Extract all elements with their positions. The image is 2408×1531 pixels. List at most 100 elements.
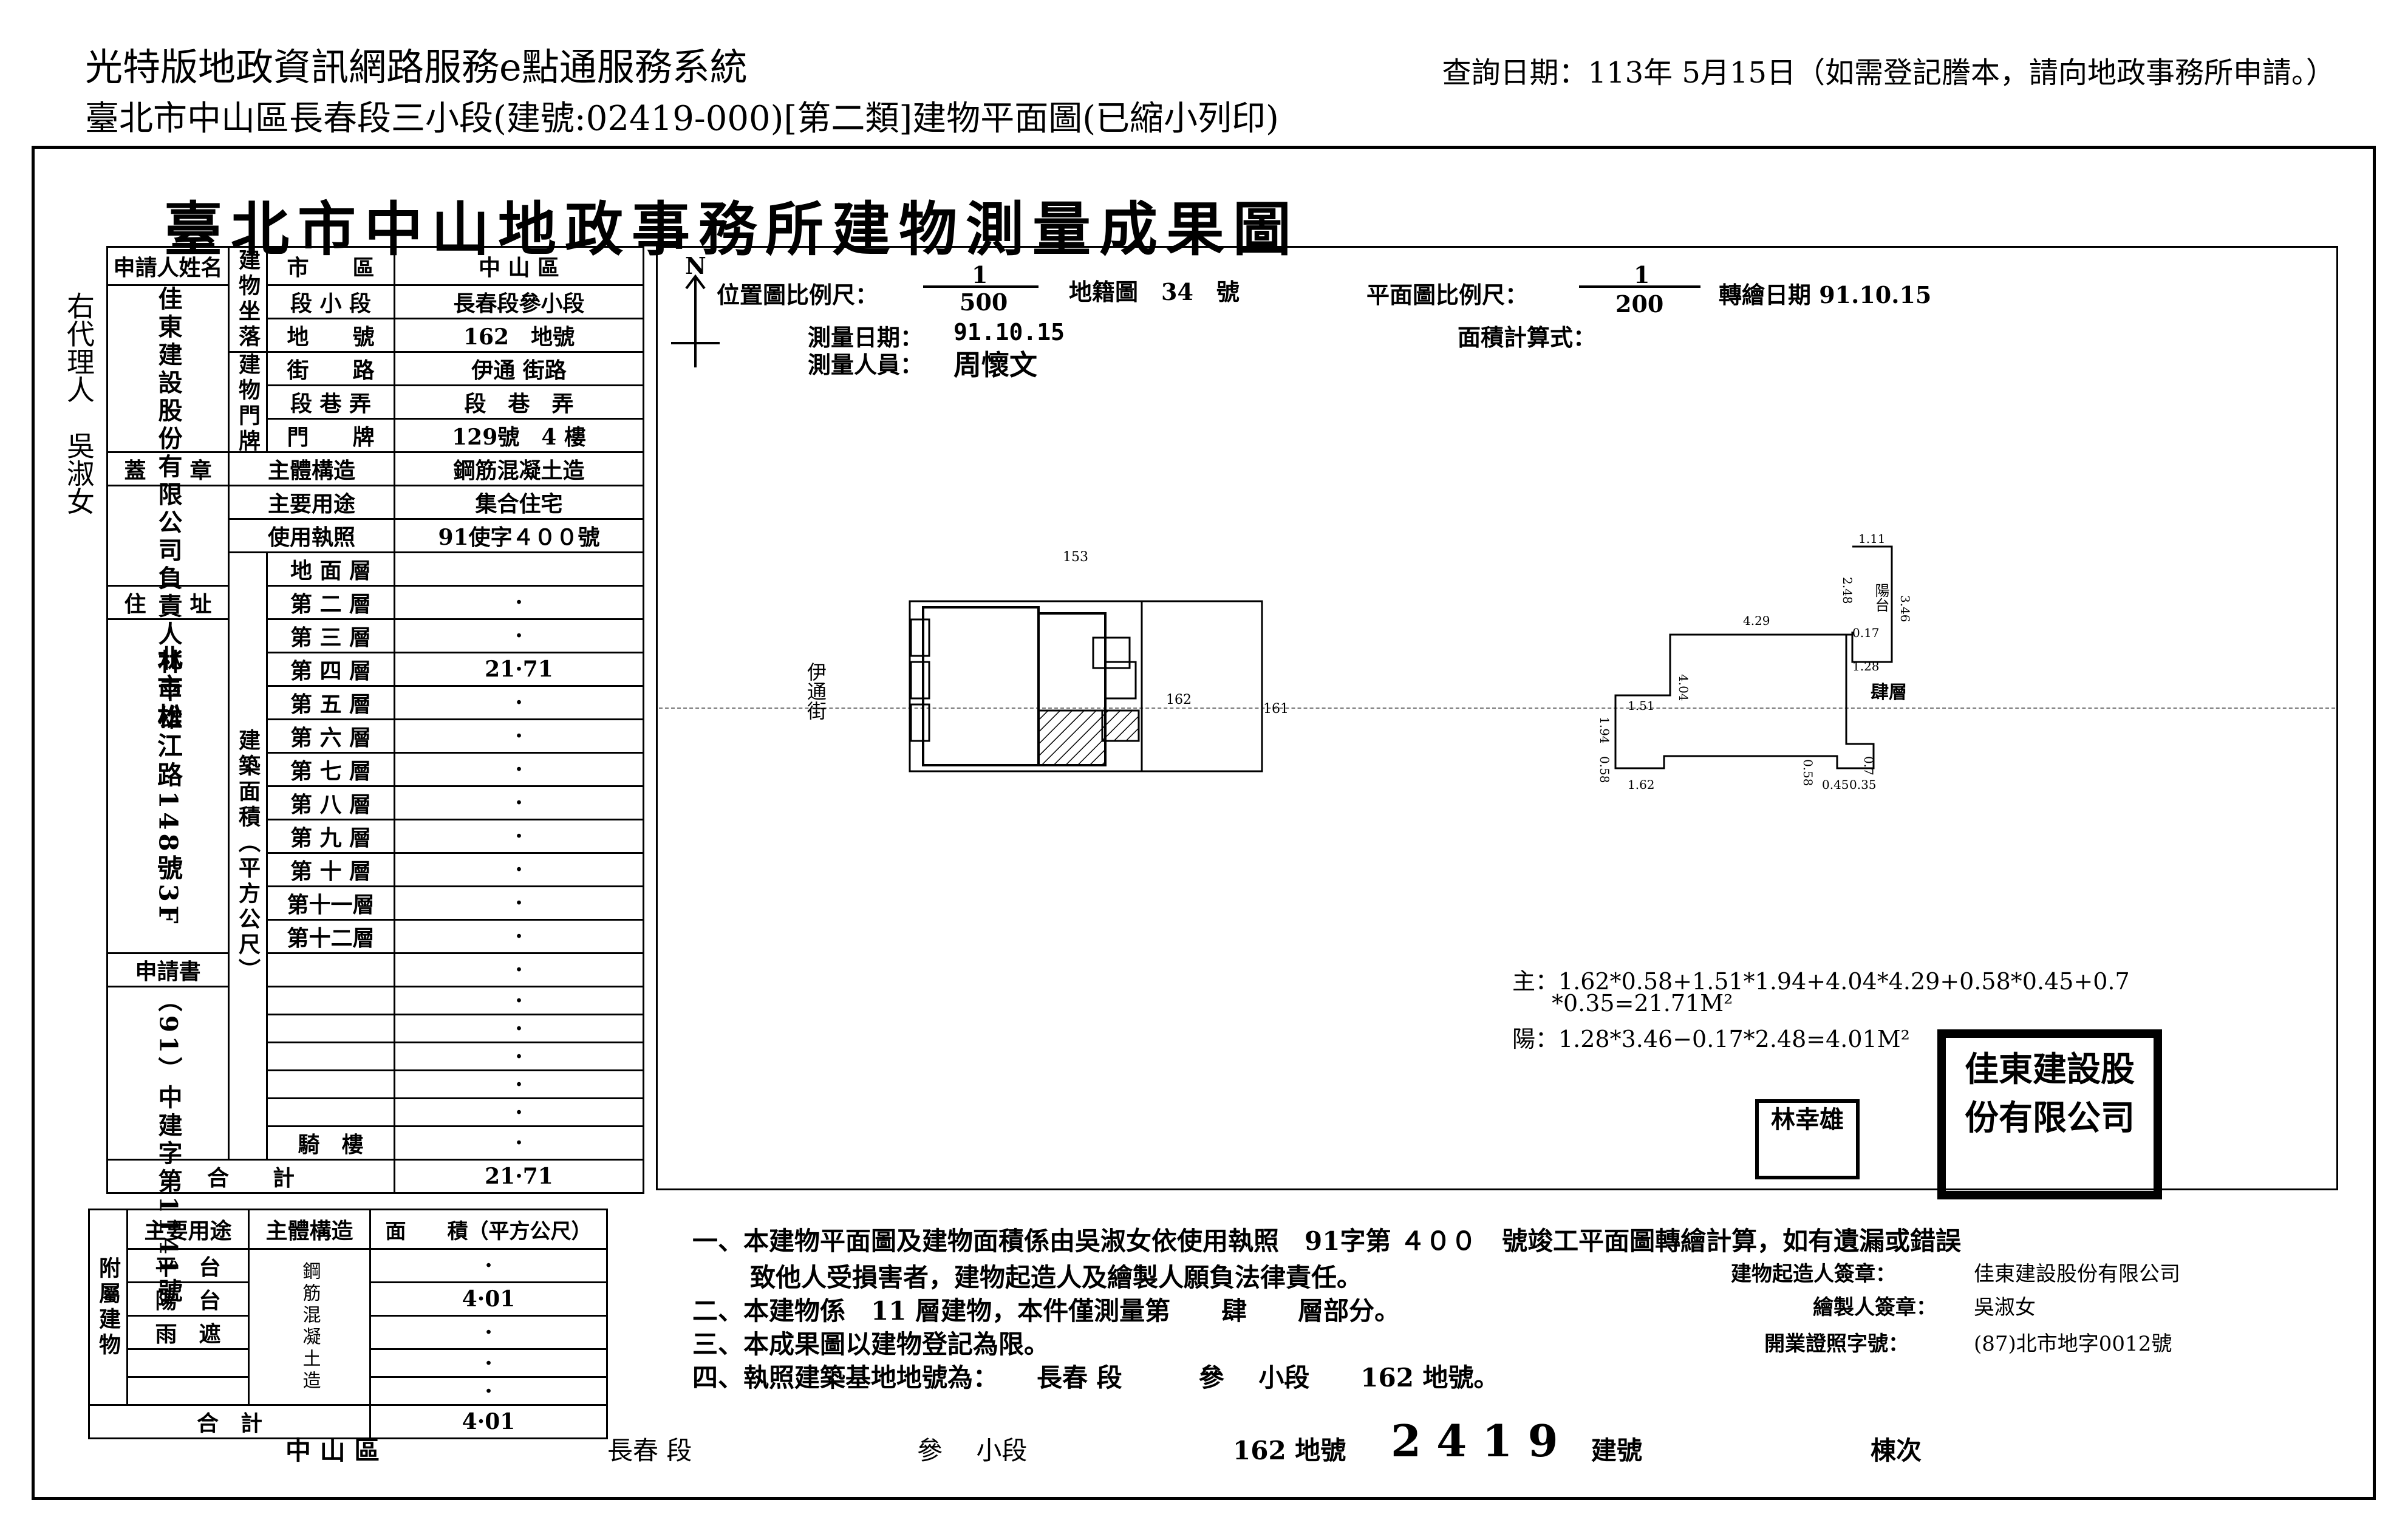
floor-value: · <box>394 819 644 854</box>
total-value: 21·71 <box>394 1159 644 1194</box>
dim: 4.29 <box>1743 613 1770 628</box>
dim: 0.58 <box>1801 759 1815 786</box>
annex-total-label: 合 計 <box>88 1404 371 1439</box>
number-value: 129號 4 樓 <box>394 418 644 453</box>
plan-scale-den: 200 <box>1615 290 1664 318</box>
floor-name: 第 四 層 <box>266 652 395 687</box>
note-1b: 致他人受損害者，建物起造人及繪製人願負法律責任。 <box>750 1263 1363 1292</box>
structure-label: 主體構造 <box>228 451 395 486</box>
floor-name: 第 五 層 <box>266 685 395 720</box>
lot-value: 162 地號 <box>394 318 644 353</box>
floor-plan-diagram <box>1614 545 1893 769</box>
floor-name: 第 二 層 <box>266 585 395 620</box>
permit-value: 91使字４００號 <box>394 518 644 553</box>
number-label: 門 牌 <box>266 418 395 453</box>
floor-value <box>394 551 644 587</box>
use-label: 主要用途 <box>228 485 395 520</box>
use-value: 集合住宅 <box>394 485 644 520</box>
floor-name: 地 面 層 <box>266 551 395 587</box>
floor-name <box>266 1097 395 1127</box>
floor-value: · <box>394 785 644 820</box>
dim: 1.28 <box>1852 659 1880 673</box>
survey-date-label: 測量日期： <box>808 324 924 351</box>
annex-header-use: 主要用途 <box>126 1209 250 1250</box>
loc-scale-bar <box>923 285 1039 288</box>
annex-value: · <box>369 1248 608 1283</box>
dim: 3.46 <box>1898 595 1912 622</box>
dim: 2.48 <box>1840 577 1855 604</box>
company-seal: 佳東建設股份有限公司 <box>1937 1029 2162 1199</box>
floor-value: · <box>394 718 644 754</box>
section-value: 長春段參小段 <box>394 284 644 319</box>
note-4: 四、執照建築基地地號為： 長春 段 參 小段 162 地號。 <box>692 1363 1499 1393</box>
floor-name: 第 九 層 <box>266 819 395 854</box>
person-seal-text: 林幸雄 <box>1771 1105 1844 1134</box>
location-label: 建物坐落 <box>228 246 268 353</box>
formula-main-2: *0.35=21.71M² <box>1552 990 1733 1017</box>
floor-name <box>266 952 395 987</box>
floor-name <box>266 1069 395 1099</box>
note-2: 二、本建物係 11 層建物，本件僅測量第 肆 層部分。 <box>692 1296 1400 1326</box>
applicant-value: 佳東建設股份有限公司負責人林幸雄 <box>106 284 230 733</box>
lane-value: 段 巷 弄 <box>394 384 644 420</box>
address-value: 北市松江路148號3F <box>106 618 230 954</box>
application-label: 申請書 <box>106 952 230 987</box>
footer-building-no-label: 建號 <box>1591 1436 1643 1465</box>
annex-use: 平 台 <box>126 1248 250 1283</box>
loc-scale-den: 500 <box>960 288 1008 316</box>
annex-header-structure: 主體構造 <box>248 1209 371 1250</box>
annex-value: · <box>369 1376 608 1406</box>
registration-form: 申請人姓名 建物坐落 市 區 中 山 區 佳東建設股份有限公司負責人林幸雄 段 … <box>106 246 644 1306</box>
footer-subsection: 參 小段 <box>917 1436 1028 1465</box>
road-value: 伊通 街路 <box>394 351 644 386</box>
annex-value: 4·01 <box>369 1281 608 1317</box>
formula-main-1: 主：1.62*0.58+1.51*1.94+4.04*4.29+0.58*0.4… <box>1512 968 2130 995</box>
document-subtitle: 臺北市中山區長春段三小段(建號:02419-000)[第二類]建物平面圖(已縮小… <box>85 99 1279 138</box>
district-value: 中 山 區 <box>394 246 644 286</box>
lane-label: 段 巷 弄 <box>266 384 395 420</box>
transfer-date: 轉繪日期 91.10.15 <box>1719 281 1932 309</box>
total-label: 合 計 <box>106 1159 395 1194</box>
dim: 4.04 <box>1676 674 1691 701</box>
floor-name: 騎 樓 <box>266 1125 395 1161</box>
floor-name: 第 八 層 <box>266 785 395 820</box>
floor-name: 第十二層 <box>266 919 395 954</box>
floor-name <box>266 1014 395 1043</box>
structure-value: 鋼筋混凝土造 <box>394 451 644 486</box>
annex-total-value: 4·01 <box>369 1404 608 1439</box>
annex-header-area: 面 積（平方公尺） <box>369 1209 608 1250</box>
note-3: 三、本成果圖以建物登記為限。 <box>692 1329 1050 1359</box>
document-frame <box>32 146 2376 1500</box>
agent-name: 吳淑女 <box>63 431 95 515</box>
floor-name: 第 三 層 <box>266 618 395 653</box>
dim: 1.62 <box>1628 777 1655 792</box>
floor-value: · <box>394 1042 644 1071</box>
lot-label: 地 號 <box>266 318 395 353</box>
dim: 0.7 <box>1861 756 1876 776</box>
annex-value: · <box>369 1348 608 1378</box>
floor-value: · <box>394 1069 644 1099</box>
site-lot-self: 162 <box>1166 692 1192 708</box>
road-label: 街 路 <box>266 351 395 386</box>
center-dash-line <box>659 708 2335 709</box>
seal-area <box>106 485 230 587</box>
annex-label: 附屬建物 <box>88 1209 128 1406</box>
floor-name <box>266 1042 395 1071</box>
loc-scale-label: 位置圖比例尺： <box>717 281 879 309</box>
floor-value: · <box>394 752 644 787</box>
footer-lot: 162 地號 <box>1233 1436 1346 1465</box>
site-location-diagram <box>909 600 1263 772</box>
floor-value: · <box>394 585 644 620</box>
plan-box <box>656 246 2338 1190</box>
dim: 1.94 <box>1597 717 1612 744</box>
plan-scale-label: 平面圖比例尺： <box>1366 281 1529 309</box>
footer-building-no: 2 4 1 9 <box>1391 1415 1558 1467</box>
footer-section: 長春 段 <box>607 1436 692 1465</box>
query-date: 查詢日期：113年 5月15日（如需登記謄本，請向地政事務所申請。） <box>1442 56 2336 90</box>
applicant-label: 申請人姓名 <box>106 246 230 286</box>
floor-room-label: 肆層 <box>1871 682 1907 703</box>
surveyor-label: 測量人員： <box>808 351 924 378</box>
map-sheet: 地籍圖 34 號 <box>1069 278 1240 305</box>
floor-value: · <box>394 685 644 720</box>
floor-value: · <box>394 1014 644 1043</box>
